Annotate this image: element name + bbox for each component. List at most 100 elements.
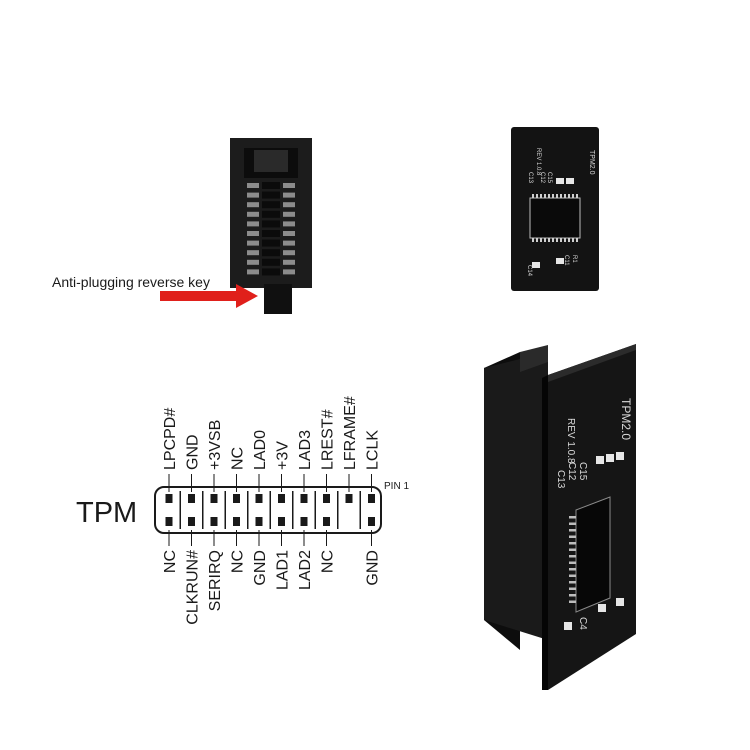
chip-leg [569,561,576,564]
chip-leg [544,238,546,242]
connector-photo [230,138,312,314]
chip-leg [569,529,576,532]
chip-leg [532,238,534,242]
chip-leg [540,238,542,242]
pin-label-top-5: +3V [275,441,292,470]
connector-pin [247,211,259,217]
chip-leg [536,194,538,198]
angled-board-revision-text: REV 1.0.8 [565,418,576,464]
chip-leg [552,238,554,242]
chip-leg [544,194,546,198]
pin-bottom-3 [233,517,240,526]
chip-leg [569,587,576,590]
angled-silk-c12: C12 [566,462,577,481]
connector-pin [247,221,259,227]
chip-leg [576,194,578,198]
chip-leg [556,194,558,198]
pin-bottom-7 [323,517,330,526]
connector-pin [247,231,259,236]
chip-leg [569,535,576,538]
connector-pin [283,250,295,256]
chip-leg [576,238,578,242]
chip-leg [572,194,574,198]
chip-leg [548,238,550,242]
connector-socket [262,191,280,199]
smd-part [616,452,624,460]
connector-pin [247,183,259,188]
pin-label-top-6: LAD3 [297,430,314,470]
connector-pin [283,202,295,208]
pin1-label: PIN 1 [384,481,409,492]
chip-leg [569,581,576,584]
connector-socket [262,210,280,218]
reverse-key-callout: Anti-plugging reverse key [52,274,258,308]
silk-ref-c11: C11 [563,255,569,266]
smd-part [596,456,604,464]
callout-text: Anti-plugging reverse key [52,274,210,290]
pin-label-top-2: +3VSB [207,420,224,470]
connector-socket [262,230,280,237]
angled-board-name-text: TPM2.0 [619,398,633,440]
chip-leg [569,516,576,519]
board-name-text: TPM2.0 [588,150,595,175]
connector-socket [262,239,280,247]
pin-top-6 [300,494,308,503]
tpm-header-label: TPM [76,497,137,529]
connector-pin [283,183,295,188]
chip-leg [556,238,558,242]
red-arrow [160,284,258,308]
pin-label-bottom-7: NC [320,550,337,573]
chip-leg [552,194,554,198]
smd-part [556,178,564,184]
connector-socket [262,268,280,276]
connector-pin-rows [247,182,295,276]
chip-leg [569,568,576,571]
tpm-chip-angled [575,496,611,613]
connector-pin [283,259,295,265]
chip-leg [569,542,576,545]
pin-label-bottom-0: NC [162,550,179,573]
angled-silk-c15: C15 [577,462,588,481]
smd-part [598,604,606,612]
chip-leg [560,194,562,198]
chip-leg [564,238,566,242]
header-outline [154,486,382,534]
pin-label-bottom-3: NC [230,550,247,573]
connector-pin [247,202,259,208]
connector-pin [247,192,259,198]
chip-leg [569,574,576,577]
pin-bottom-2 [210,517,218,526]
pin-label-bottom-9: GND [365,550,382,586]
pin-top-2 [210,494,218,503]
connector-socket [262,220,280,228]
pin-bottom-0 [165,517,173,526]
pin-label-top-3: NC [230,447,247,470]
smd-part [606,454,614,462]
pin-top-0 [165,494,173,503]
pin-label-bottom-6: LAD2 [297,550,314,590]
chip-leg [540,194,542,198]
chip-leg [568,194,570,198]
pin-top-3 [233,494,240,503]
pin-top-8 [345,494,353,503]
pin-bottom-5 [278,517,285,526]
smd-part [532,262,540,268]
smd-part [564,622,572,630]
connector-pin [283,240,295,246]
pin-label-bottom-4: GND [252,550,269,586]
connector-socket [262,249,280,257]
tpm-chip [529,197,581,239]
pin-top-7 [323,494,330,503]
chip-leg [569,522,576,525]
pin-label-top-1: GND [185,434,202,470]
smd-part [566,178,574,184]
silk-ref-c13: C13 [527,172,533,184]
pin-top-9 [368,494,375,503]
silk-ref-c14: C14 [526,265,532,277]
connector-socket [262,182,280,189]
connector-pin [247,240,259,246]
chip-leg [560,238,562,242]
